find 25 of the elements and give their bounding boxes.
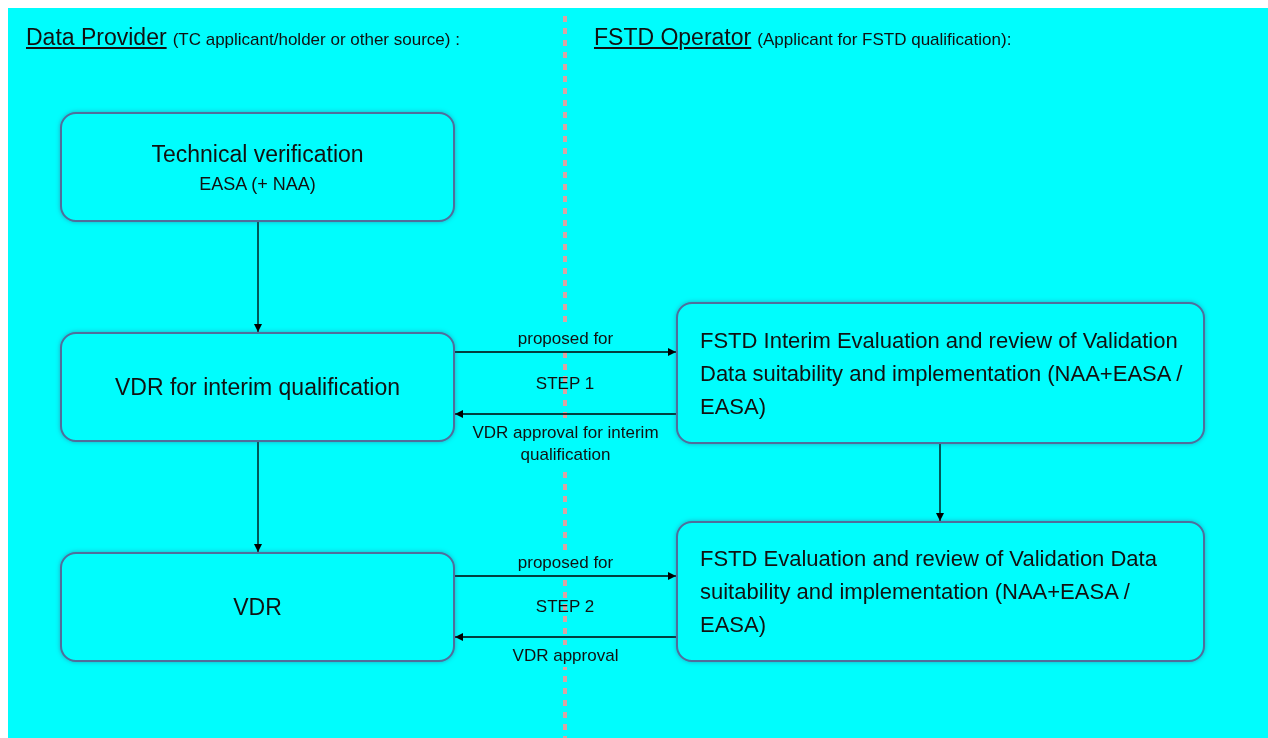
box-title: VDR: [233, 592, 282, 622]
box-title: VDR for interim qualification: [114, 372, 401, 402]
arrow: [254, 441, 262, 553]
step-label: STEP 2: [535, 597, 595, 617]
box-title: FSTD Interim Evaluation and review of Validation Data suitability and implementation (NAA+EASA / EASA): [700, 326, 1184, 421]
process-box: [60, 332, 455, 442]
box-title: FSTD Evaluation and review of Validation Data suitability and implementation (NAA+EASA / EASA): [700, 545, 1158, 639]
process-box: [60, 552, 455, 662]
column-subheading: (TC applicant/holder or other source) :: [172, 30, 460, 50]
arrow: [454, 633, 677, 641]
box-title: Technical verification: [151, 140, 364, 170]
step-label: STEP 1: [535, 374, 595, 394]
arrow: [454, 348, 677, 356]
arrow: [454, 410, 677, 418]
arrow: [936, 443, 944, 522]
edge-label: VDR approval: [510, 645, 621, 668]
column-subheading: (Applicant for FSTD qualification):: [757, 30, 1012, 50]
box-subtitle: EASA (+ NAA): [199, 172, 316, 196]
arrow: [454, 572, 677, 580]
process-box: [60, 112, 455, 222]
column-heading: FSTD Operator: [594, 24, 752, 51]
column-heading: Data Provider: [26, 24, 167, 51]
process-box: [676, 302, 1205, 444]
process-box: [676, 521, 1205, 662]
arrow: [254, 221, 262, 333]
